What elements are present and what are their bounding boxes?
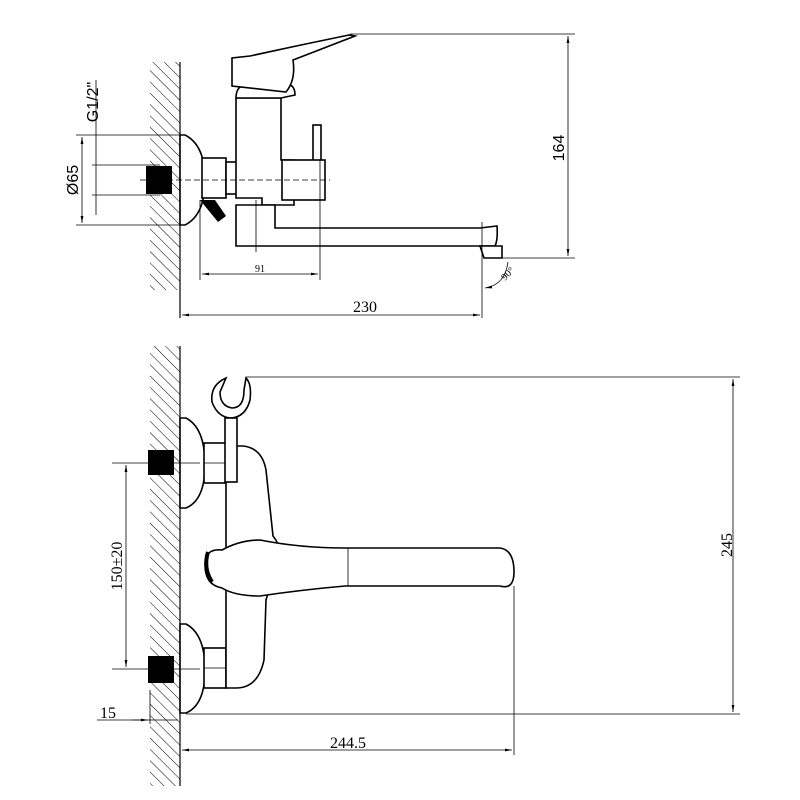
lever-handle [231, 34, 359, 93]
connection-nut [201, 157, 227, 199]
shower-holder [210, 376, 252, 419]
handle-reach-dimension: 244.5 [330, 735, 366, 752]
flange-diameter-dimension: Ø65 [65, 165, 82, 195]
spout-reach-dimension-230: 230 [353, 299, 377, 316]
angle-arc [484, 261, 509, 289]
front-view: 245 150±20 15 244.5 [97, 346, 740, 786]
upper-inlet-thread [148, 450, 174, 475]
lower-inlet-thread [148, 656, 174, 683]
mixer-body [235, 97, 295, 206]
lever-handle [204, 539, 515, 597]
side-view: 164 G1/2" Ø65 91 230 90° [65, 33, 575, 318]
wall-hatching [150, 346, 180, 786]
shower-holder-arm [224, 417, 238, 483]
height-dimension-164: 164 [551, 135, 568, 162]
inlet-spacing-dimension: 150±20 [109, 542, 126, 591]
spout-angle-dimension: 90° [499, 265, 517, 283]
body-depth-dimension-91: 91 [255, 264, 265, 275]
eccentric-offset-dimension-15: 15 [100, 705, 116, 722]
thread-dimension-g1-2: G1/2" [85, 82, 102, 122]
diverter-knob [200, 200, 226, 222]
lower-flange [179, 623, 206, 714]
handle-base-shadow [204, 551, 214, 584]
diverter-button [312, 124, 322, 164]
aerator [478, 245, 503, 259]
total-height-dimension-245: 245 [719, 533, 736, 557]
spout [235, 204, 499, 247]
